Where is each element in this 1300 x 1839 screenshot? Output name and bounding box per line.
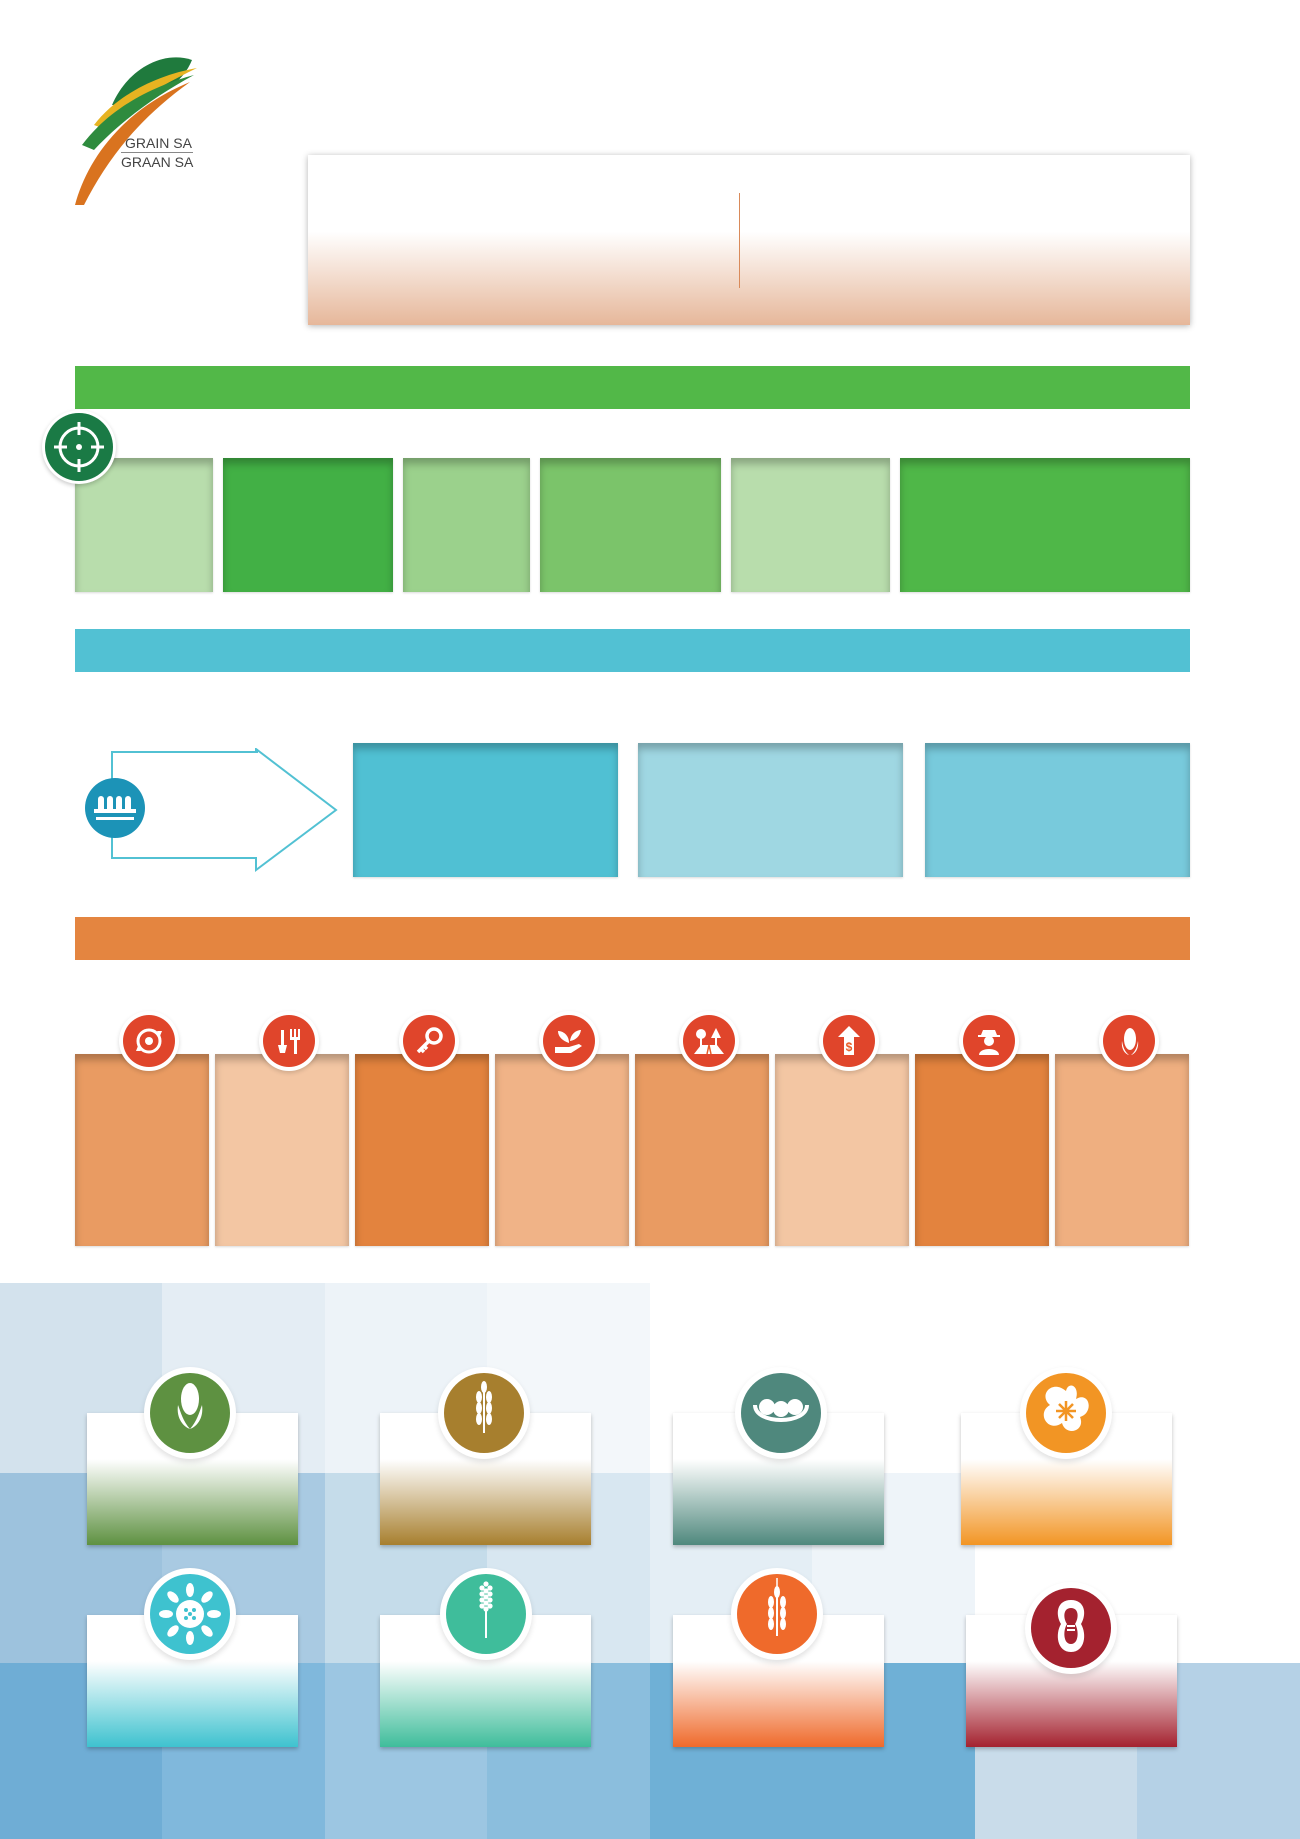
money-arrow-up-icon: $ (838, 1026, 860, 1055)
orange-box-7 (915, 1054, 1049, 1246)
test-tubes-icon-circle (85, 778, 145, 838)
sunflower-icon-circle (150, 1574, 230, 1654)
green-box-4 (540, 458, 721, 592)
orange-box-2 (215, 1054, 349, 1246)
blue-box-2 (638, 743, 903, 877)
header-divider (739, 193, 740, 288)
orange-box-8 (1055, 1054, 1189, 1246)
logo: GRAIN SA GRAAN SA (72, 50, 202, 210)
maize-icon (177, 1383, 203, 1429)
barley-icon-circle (737, 1574, 817, 1654)
barley-icon (768, 1578, 786, 1636)
header-banner (308, 155, 1190, 325)
test-tubes-icon (94, 796, 136, 820)
maize-icon-circle (150, 1373, 230, 1453)
shovel-fork-icon-circle (263, 1015, 315, 1067)
green-section-bar (75, 366, 1190, 409)
blue-box-3 (925, 743, 1190, 877)
key-icon-circle (403, 1015, 455, 1067)
logo-text-graan-sa: GRAAN SA (121, 154, 194, 170)
orange-section-bar (75, 917, 1190, 960)
blue-box-1 (353, 743, 618, 877)
trees-icon-circle (683, 1015, 735, 1067)
target-icon-circle (45, 413, 113, 481)
groundnut-icon-circle (1031, 1588, 1111, 1668)
green-box-1 (75, 458, 213, 592)
shovel-fork-icon (278, 1029, 300, 1054)
groundnut-icon (1057, 1600, 1085, 1652)
orange-box-6 (775, 1054, 909, 1246)
blue-section-bar (75, 629, 1190, 672)
sunflower-icon (159, 1583, 221, 1645)
cotton-flower-icon-circle (1026, 1373, 1106, 1453)
seedling-hand-icon (555, 1030, 582, 1053)
sorghum-icon-circle (446, 1574, 526, 1654)
sorghum-icon (479, 1581, 493, 1638)
wheat-icon-circle (444, 1373, 524, 1453)
orange-box-3 (355, 1054, 489, 1246)
bottom-mosaic (0, 1283, 1300, 1839)
key-icon (416, 1027, 443, 1054)
logo-swoosh-icon (75, 57, 197, 205)
soybeans-icon-circle (741, 1373, 821, 1453)
seedling-hand-icon-circle (543, 1015, 595, 1067)
cycle-gear-icon-circle (123, 1015, 175, 1067)
orange-box-4 (495, 1054, 629, 1246)
logo-text-grain-sa: GRAIN SA (125, 135, 192, 151)
cycle-gear-icon (136, 1028, 162, 1054)
maize-cob-icon-circle (1103, 1015, 1155, 1067)
blue-arrow-outline (111, 748, 338, 872)
green-box-6 (900, 458, 1190, 592)
soybeans-icon (753, 1399, 809, 1422)
trees-icon (694, 1028, 724, 1055)
maize-cob-icon (1121, 1028, 1139, 1055)
orange-box-5 (635, 1054, 769, 1246)
green-box-2 (223, 458, 393, 592)
green-box-5 (731, 458, 890, 592)
farmer-icon-circle (963, 1015, 1015, 1067)
money-arrow-up-icon-circle: $ (823, 1015, 875, 1067)
cotton-flower-icon (1043, 1385, 1089, 1431)
wheat-icon (476, 1381, 492, 1433)
svg-text:$: $ (846, 1040, 853, 1054)
target-icon (54, 422, 104, 472)
green-box-3 (403, 458, 530, 592)
farmer-icon (978, 1030, 1000, 1055)
logo-divider (121, 152, 193, 153)
orange-box-1 (75, 1054, 209, 1246)
